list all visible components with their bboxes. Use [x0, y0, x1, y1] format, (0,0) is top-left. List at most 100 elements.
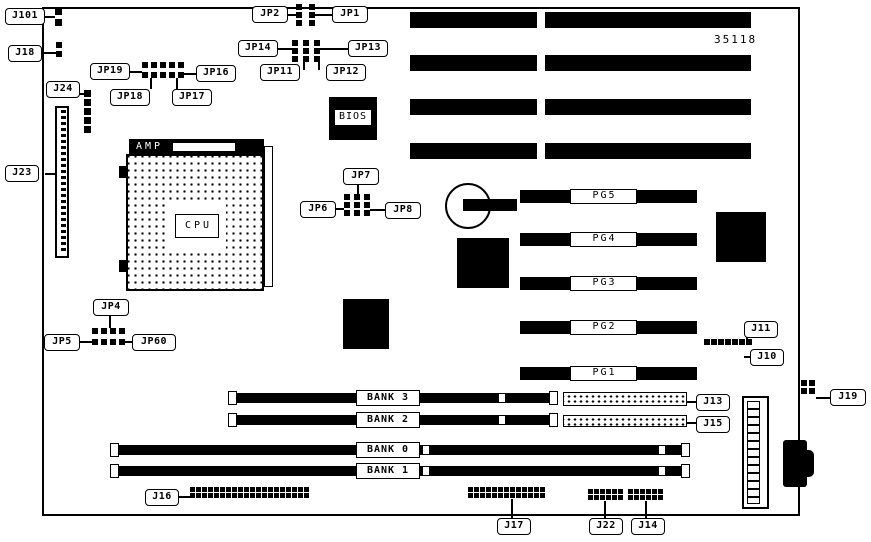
leader-line: [315, 14, 332, 16]
j101-header: [55, 8, 64, 30]
pin: [628, 495, 633, 500]
pin: [510, 487, 515, 492]
isa-slot-segment: [410, 12, 537, 28]
pin: [101, 339, 107, 345]
leader-line: [370, 209, 385, 211]
slot-pg2: PG2: [520, 320, 697, 335]
callout-j23: J23: [5, 165, 39, 182]
pin: [56, 42, 62, 48]
slot-pg5: PG5: [520, 189, 697, 204]
socket-clip: [110, 443, 119, 457]
callout-jp18: JP18: [110, 89, 150, 106]
memory-bank: BANK 3: [228, 390, 558, 406]
pin: [600, 495, 605, 500]
pin: [658, 495, 663, 500]
pin: [84, 117, 91, 124]
pin: [214, 493, 219, 498]
pin: [486, 487, 491, 492]
bank-label: BANK 2: [356, 412, 420, 428]
memory-bank: BANK 1: [110, 463, 690, 479]
j23-connector-pins: [61, 110, 66, 254]
pin: [119, 339, 125, 345]
pin: [304, 493, 309, 498]
pin: [292, 487, 297, 492]
j18-header: [56, 42, 64, 60]
part-number: 35118: [714, 33, 758, 46]
pin: [292, 40, 298, 46]
callout-jp12: JP12: [326, 64, 366, 81]
socket-clip: [681, 443, 690, 457]
pin: [510, 493, 515, 498]
isa-slot-segment: [545, 143, 751, 159]
pin: [208, 487, 213, 492]
pin: [262, 493, 267, 498]
pin: [809, 380, 815, 386]
callout-jp60: JP60: [132, 334, 176, 351]
leader-line: [179, 496, 190, 498]
pin: [486, 493, 491, 498]
pin: [101, 328, 107, 334]
callout-jp16: JP16: [196, 65, 236, 82]
pin: [468, 493, 473, 498]
bank-label: BANK 0: [356, 442, 420, 458]
pin: [612, 489, 617, 494]
pin: [504, 493, 509, 498]
amp-socket-window: [173, 143, 235, 151]
power-connector: [742, 396, 769, 509]
leader-line: [125, 341, 132, 343]
pin: [652, 489, 657, 494]
leader-line: [45, 173, 55, 175]
isa-slot-segment: [545, 12, 751, 28]
leader-line: [80, 341, 92, 343]
pin: [534, 493, 539, 498]
pin: [658, 489, 663, 494]
socket-clip: [498, 393, 506, 403]
pin: [280, 493, 285, 498]
pin: [303, 48, 309, 54]
pin: [250, 487, 255, 492]
j17-header: [468, 487, 546, 499]
leader-line: [816, 397, 832, 399]
pin: [600, 489, 605, 494]
pin: [522, 487, 527, 492]
leader-line: [320, 48, 348, 50]
pin: [110, 339, 116, 345]
leader-line: [318, 62, 320, 70]
battery-clip: [463, 199, 517, 211]
cpu-label: CPU: [175, 214, 219, 238]
leader-line: [42, 52, 56, 54]
j11-j10-header: [704, 339, 753, 345]
pin: [314, 48, 320, 54]
pin: [250, 493, 255, 498]
pin: [202, 487, 207, 492]
pin: [178, 72, 184, 78]
pin: [618, 495, 623, 500]
pin: [298, 493, 303, 498]
callout-jp11: JP11: [260, 64, 300, 81]
pin: [309, 20, 315, 26]
pin: [618, 489, 623, 494]
leader-line: [278, 48, 292, 50]
callout-j17: J17: [497, 518, 531, 535]
socket-clip: [658, 466, 666, 476]
memory-bank: BANK 2: [228, 412, 558, 428]
chipset-ic: [343, 299, 389, 349]
pin: [309, 4, 315, 10]
pin: [296, 20, 302, 26]
pin: [606, 495, 611, 500]
callout-j15: J15: [696, 416, 730, 433]
leader-line: [45, 16, 55, 18]
j19-header: [801, 380, 817, 396]
pin: [303, 40, 309, 46]
pin: [588, 489, 593, 494]
pin: [84, 126, 91, 133]
j24-header: [84, 90, 93, 135]
pin: [606, 489, 611, 494]
pin: [196, 493, 201, 498]
callout-jp7: JP7: [343, 168, 379, 185]
pin: [142, 62, 148, 68]
pin: [280, 487, 285, 492]
pin: [214, 487, 219, 492]
callout-j24: J24: [46, 81, 80, 98]
jp6-jp7-jp8-jumpers: [344, 194, 374, 218]
